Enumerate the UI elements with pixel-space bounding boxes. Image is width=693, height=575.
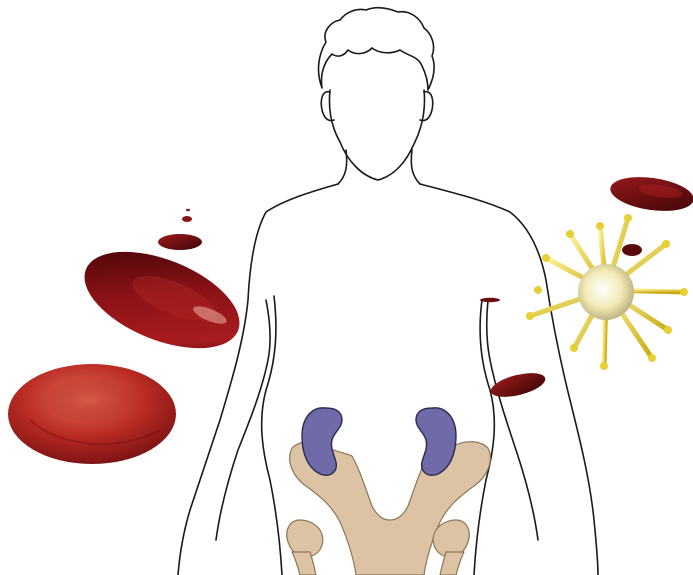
face-outline (329, 90, 424, 180)
kidneys (302, 408, 456, 475)
ear-right-outline (420, 92, 433, 121)
hair-outline (319, 8, 435, 90)
torso-right-outline (474, 300, 494, 575)
ear-left-outline (321, 92, 334, 121)
torso-left-outline (262, 296, 282, 575)
neck-outline (338, 150, 347, 184)
red-blood-cell-arm (488, 369, 547, 402)
red-blood-cell-tiny (480, 298, 500, 302)
red-blood-cell-large-front (8, 364, 176, 464)
red-blood-cell-tiny-2 (622, 244, 642, 256)
virus-particle (526, 214, 688, 370)
neck-outline-right (411, 150, 420, 184)
red-blood-cell-large-tilted (71, 232, 253, 368)
red-blood-cell-small (158, 209, 202, 250)
red-blood-cell-top-right (608, 172, 693, 215)
left-shoulder-arm-outline (178, 184, 338, 575)
